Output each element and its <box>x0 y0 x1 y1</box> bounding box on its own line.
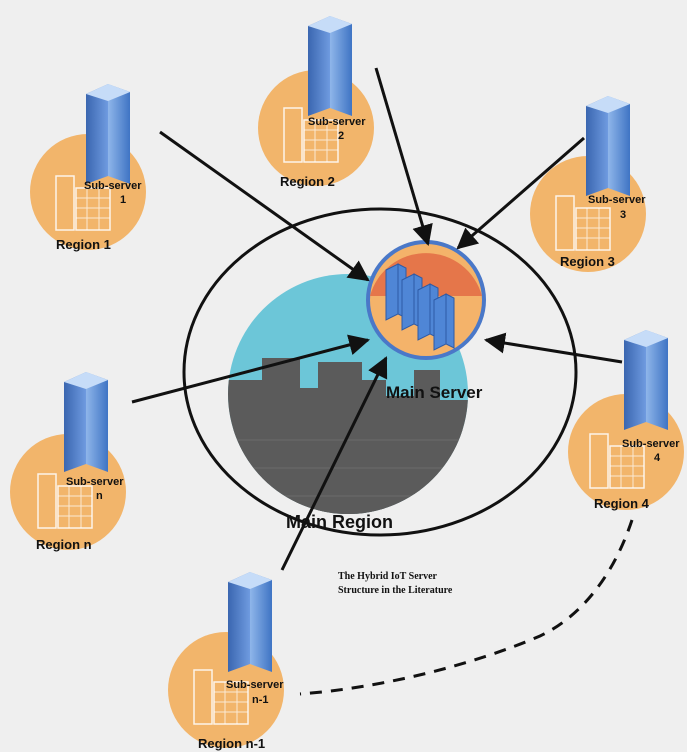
dashed-link-region-4-to-n-1 <box>299 519 634 696</box>
arrow-region-3 <box>456 136 585 250</box>
arrow-region-n-1 <box>280 356 388 571</box>
region-n-server-label: Sub-server <box>66 476 124 488</box>
region-4-label: Region 4 <box>594 496 650 511</box>
arrow-region-4 <box>483 332 623 364</box>
region-n-1-server-label: Sub-server <box>226 679 284 691</box>
region-4-server-label: Sub-server <box>622 438 680 450</box>
region-1-server-number: 1 <box>120 194 126 206</box>
arrow-region-1 <box>159 130 370 282</box>
region-n-1-server-number: n-1 <box>252 694 269 706</box>
region-n-1-label: Region n-1 <box>198 736 265 751</box>
arrow-region-n <box>131 334 371 404</box>
region-2-label: Region 2 <box>280 174 335 189</box>
arrow-region-2 <box>374 67 433 247</box>
diagram-caption-line-1: The Hybrid IoT Server <box>338 571 438 582</box>
main-server-icon <box>366 240 486 360</box>
region-1-label: Region 1 <box>56 237 111 252</box>
region-4-group <box>568 330 684 510</box>
region-2-group <box>258 16 374 186</box>
region-3-group <box>530 96 646 272</box>
region-n-server-number: n <box>96 490 103 502</box>
region-n-label: Region n <box>36 537 92 552</box>
region-3-server-number: 3 <box>620 209 626 221</box>
region-3-server-label: Sub-server <box>588 194 646 206</box>
region-2-server-number: 2 <box>338 130 344 142</box>
region-1-group <box>30 84 146 250</box>
diagram-caption-line-2: Structure in the Literature <box>338 585 453 596</box>
region-3-label: Region 3 <box>560 254 615 269</box>
connection-arrows <box>131 67 623 571</box>
region-2-server-label: Sub-server <box>308 116 366 128</box>
main-region-ring <box>182 207 578 537</box>
region-1-server-label: Sub-server <box>84 180 142 192</box>
region-n-group <box>10 372 126 550</box>
region-4-server-number: 4 <box>654 452 661 464</box>
main-region-label: Main Region <box>286 512 393 532</box>
region-n-1-group <box>168 572 284 748</box>
main-server-label: Main Server <box>386 383 483 402</box>
